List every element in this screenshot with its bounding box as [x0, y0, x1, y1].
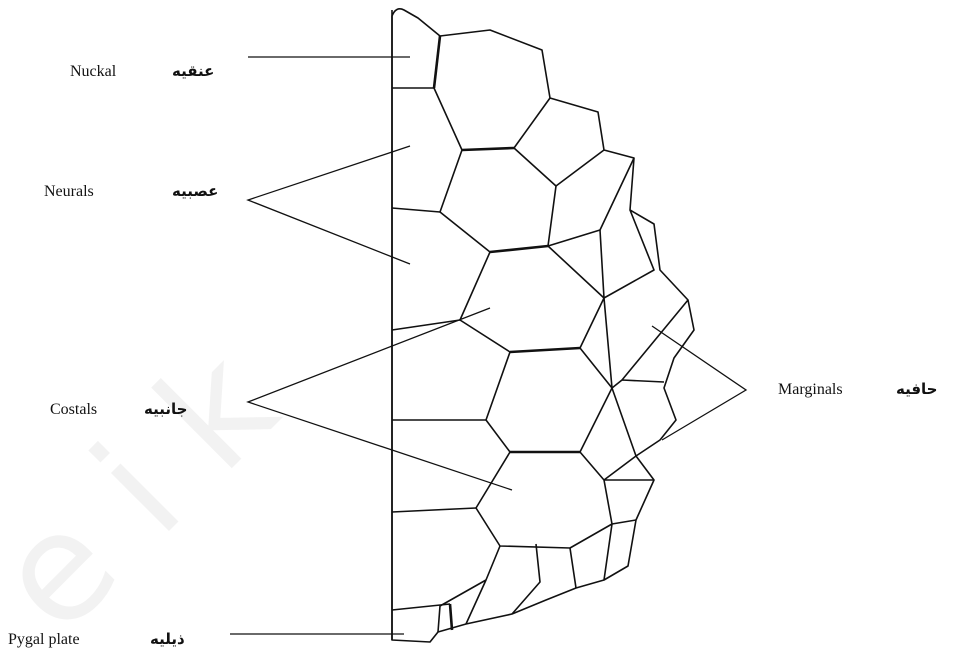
marginal-network-bottom — [438, 524, 612, 632]
neurals-leader — [248, 146, 410, 264]
label-costals-ar: جانبيه — [144, 400, 187, 418]
neural-divider-2 — [392, 320, 460, 330]
watermark: e i k — [0, 319, 309, 663]
nuchal-plate — [392, 36, 440, 88]
label-nuckal-ar: عنقيه — [172, 62, 214, 80]
label-neurals: Neurals عصبيه — [44, 182, 218, 200]
costal-network-upper — [434, 88, 556, 252]
label-marginals: Marginals حافيه — [778, 380, 937, 398]
label-pygal-ar: ذيليه — [150, 630, 185, 648]
label-nuckal-en: Nuckal — [70, 63, 117, 80]
nuchal-plate-edge — [434, 36, 440, 88]
label-marginals-ar: حافيه — [896, 380, 937, 398]
costal-edge-3 — [510, 348, 580, 352]
neural-divider-1 — [392, 208, 440, 212]
label-nuckal: Nuckal عنقيه — [70, 62, 214, 80]
label-neurals-en: Neurals — [44, 183, 94, 200]
label-costals-en: Costals — [50, 401, 97, 418]
label-marginals-en: Marginals — [778, 381, 843, 398]
costal-edge-2 — [490, 246, 548, 252]
costal-network-mid — [460, 210, 654, 352]
label-neurals-ar: عصبيه — [172, 182, 218, 200]
costal-network-upper-2 — [514, 98, 634, 246]
costal-edge-1 — [462, 148, 514, 150]
neural-divider-4 — [392, 508, 476, 512]
costal-network-bottom — [476, 388, 654, 548]
pygal-edge — [450, 604, 452, 630]
costal-network-lower — [486, 298, 688, 452]
label-pygal-en: Pygal plate — [8, 631, 80, 648]
